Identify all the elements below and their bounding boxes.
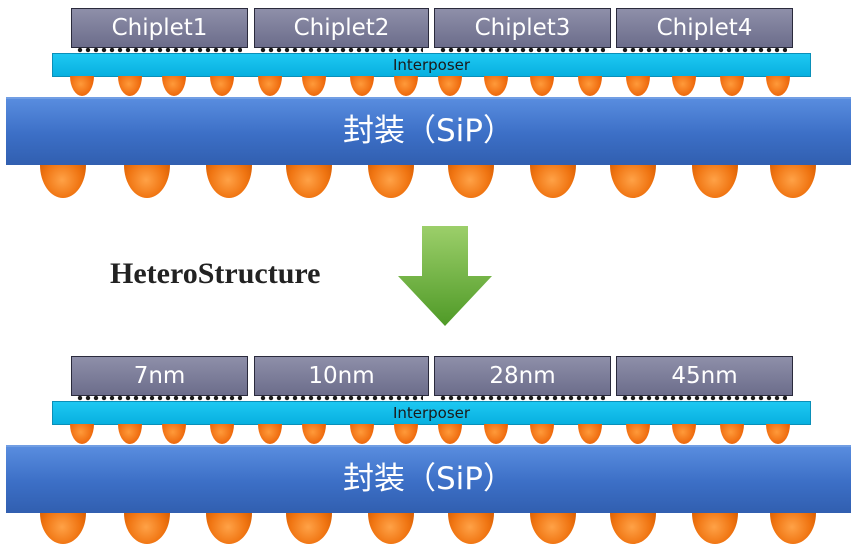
solder-ball: [286, 165, 332, 198]
solder-ball: [770, 513, 816, 544]
micro-bumps: [622, 395, 787, 401]
c4-bump: [394, 76, 418, 96]
c4-bump: [530, 424, 554, 444]
c4-bump: [484, 76, 508, 96]
c4-bump: [210, 424, 234, 444]
c4-bump: [438, 76, 462, 96]
interposer: Interposer: [52, 53, 811, 77]
c4-bump: [162, 424, 186, 444]
c4-bump: [350, 424, 374, 444]
c4-bump: [210, 76, 234, 96]
micro-bumps: [440, 395, 605, 401]
hetero-structure-label: HeteroStructure: [110, 257, 321, 290]
micro-bumps: [440, 47, 605, 53]
c4-bump: [70, 424, 94, 444]
micro-bumps: [260, 47, 423, 53]
micro-bumps: [77, 395, 242, 401]
sip-package: 封装（SiP）: [6, 445, 851, 513]
solder-ball: [124, 513, 170, 544]
chiplet-3: Chiplet3: [434, 8, 611, 48]
chiplet-7nm: 7nm: [71, 356, 248, 396]
c4-bump: [118, 76, 142, 96]
c4-bump: [438, 424, 462, 444]
solder-ball: [40, 165, 86, 198]
c4-bump: [672, 424, 696, 444]
solder-ball: [692, 513, 738, 544]
solder-ball: [206, 513, 252, 544]
sip-package: 封装（SiP）: [6, 97, 851, 165]
c4-bump: [484, 424, 508, 444]
chiplet-28nm: 28nm: [434, 356, 611, 396]
c4-bump: [626, 76, 650, 96]
c4-bump: [578, 76, 602, 96]
chiplet-2: Chiplet2: [254, 8, 429, 48]
solder-ball: [610, 165, 656, 198]
chiplet-45nm: 45nm: [616, 356, 793, 396]
c4-bump: [766, 424, 790, 444]
c4-bump: [672, 76, 696, 96]
c4-bump: [720, 76, 744, 96]
c4-bump: [720, 424, 744, 444]
c4-bump: [394, 424, 418, 444]
interposer: Interposer: [52, 401, 811, 425]
c4-bump: [258, 424, 282, 444]
c4-bump: [302, 76, 326, 96]
solder-ball: [610, 513, 656, 544]
c4-bump: [162, 76, 186, 96]
solder-ball: [448, 165, 494, 198]
c4-bump: [302, 424, 326, 444]
chiplet-1: Chiplet1: [71, 8, 248, 48]
solder-ball: [692, 165, 738, 198]
c4-bump: [530, 76, 554, 96]
solder-ball: [368, 513, 414, 544]
solder-ball: [124, 165, 170, 198]
c4-bump: [118, 424, 142, 444]
chiplet-4: Chiplet4: [616, 8, 793, 48]
c4-bump: [70, 76, 94, 96]
c4-bump: [578, 424, 602, 444]
solder-ball: [530, 513, 576, 544]
chiplet-stack-top: Chiplet1 Chiplet2 Chiplet3 Chiplet4 Inte…: [0, 0, 857, 198]
c4-bump: [626, 424, 650, 444]
solder-ball: [770, 165, 816, 198]
chiplet-stack-bottom: 7nm 10nm 28nm 45nm Interposer 封装（SiP）: [0, 348, 857, 544]
green-down-arrow-icon: [398, 226, 492, 326]
micro-bumps: [260, 395, 423, 401]
solder-ball: [206, 165, 252, 198]
micro-bumps: [77, 47, 242, 53]
solder-ball: [530, 165, 576, 198]
solder-ball: [368, 165, 414, 198]
c4-bump: [350, 76, 374, 96]
c4-bump: [258, 76, 282, 96]
solder-ball: [40, 513, 86, 544]
solder-ball: [286, 513, 332, 544]
chiplet-10nm: 10nm: [254, 356, 429, 396]
solder-ball: [448, 513, 494, 544]
micro-bumps: [622, 47, 787, 53]
c4-bump: [766, 76, 790, 96]
